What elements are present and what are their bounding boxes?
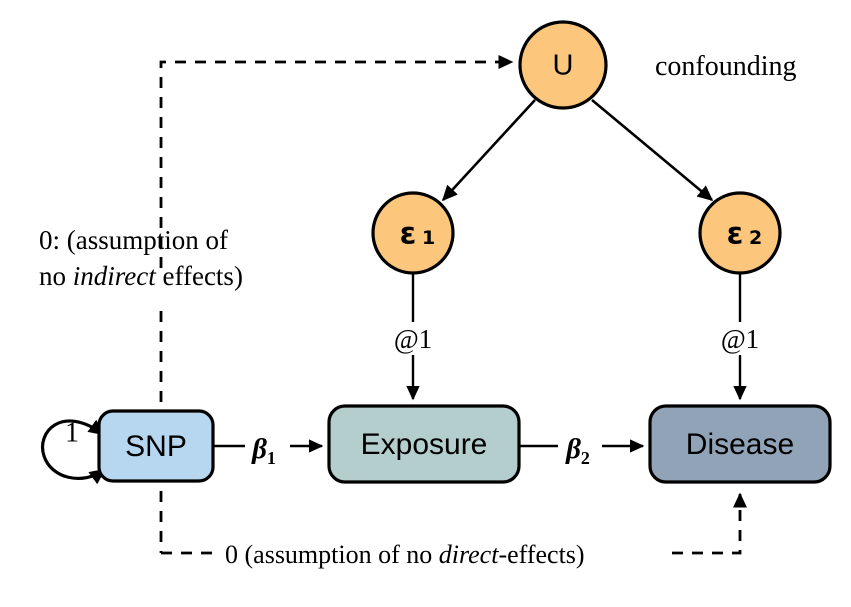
label-beta-2: β2 bbox=[565, 433, 590, 468]
annotation-direct-post: -effects) bbox=[498, 540, 584, 569]
edge-u-to-eps2 bbox=[591, 99, 714, 201]
label-beta-1-glyph: β bbox=[251, 433, 267, 465]
label-beta-1: β1 bbox=[251, 433, 276, 468]
node-epsilon-1[interactable] bbox=[371, 191, 455, 275]
annotation-direct: 0 (assumption of no direct-effects) bbox=[225, 540, 585, 569]
annotation-indirect-post: effects) bbox=[156, 261, 243, 291]
node-snp-label: SNP bbox=[125, 430, 187, 463]
annotation-indirect-line2: no indirect effects) bbox=[39, 261, 243, 291]
node-epsilon-2-label: ε bbox=[727, 217, 744, 252]
node-epsilon-2-subscript: 2 bbox=[749, 227, 762, 249]
node-u[interactable] bbox=[518, 20, 608, 110]
label-beta-2-glyph: β bbox=[565, 433, 581, 465]
edge-dashed-bottom-to-disease bbox=[672, 492, 748, 555]
node-disease-label: Disease bbox=[686, 428, 794, 461]
label-eps2-variance: @1 bbox=[721, 324, 759, 354]
annotation-confounding: confounding bbox=[655, 51, 797, 82]
node-snp[interactable] bbox=[97, 409, 215, 483]
node-disease[interactable] bbox=[648, 404, 832, 484]
label-snp-self-loop: 1 bbox=[65, 417, 79, 448]
annotation-indirect-pre: no bbox=[39, 261, 73, 291]
node-exposure[interactable] bbox=[327, 404, 521, 484]
node-u-label: U bbox=[553, 50, 574, 82]
annotation-direct-pre: 0 (assumption of no bbox=[225, 540, 439, 569]
node-epsilon-1-label: ε bbox=[400, 217, 417, 252]
label-beta-1-subscript: 1 bbox=[267, 448, 276, 468]
edge-dashed-snp-to-u bbox=[159, 54, 514, 268]
label-beta-2-subscript: 2 bbox=[581, 448, 590, 468]
annotation-indirect-line1: 0: (assumption of bbox=[39, 225, 228, 255]
node-epsilon-1-subscript: 1 bbox=[422, 227, 435, 249]
node-exposure-label: Exposure bbox=[361, 428, 488, 461]
annotation-direct-italic: direct bbox=[439, 540, 499, 569]
annotation-indirect-italic: indirect bbox=[73, 261, 157, 291]
label-eps1-variance: @1 bbox=[394, 324, 432, 354]
edge-snp-self-loop bbox=[41, 419, 106, 485]
edge-u-to-eps1 bbox=[441, 99, 536, 202]
node-epsilon-2[interactable] bbox=[698, 191, 782, 275]
